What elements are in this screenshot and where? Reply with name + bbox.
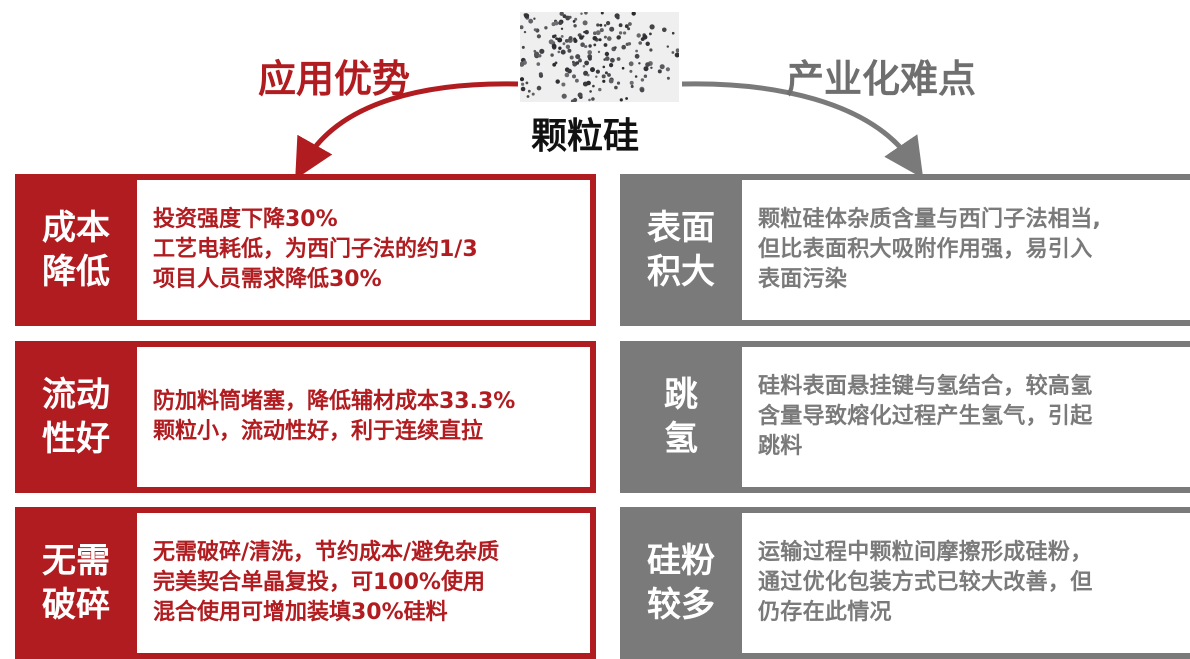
description-line: 硅料表面悬挂键与氢结合，较高氢: [758, 374, 1093, 399]
description-line: 投资强度下降30%: [153, 207, 338, 232]
description-line: 防加料筒堵塞，降低辅材成本33.3%: [153, 389, 516, 414]
description-line: 颗粒小，流动性好，利于连续直拉: [153, 419, 484, 444]
description-line: 含量导致熔化过程产生氢气，引起: [758, 404, 1093, 429]
advantage-label: 成本降低: [42, 208, 110, 292]
advantage-description: 无需破碎/清洗，节约成本/避免杂质 完美契合单晶复投，可100%使用 混合使用可…: [137, 513, 590, 653]
difficulty-label: 跳氢: [664, 375, 698, 459]
difficulty-row-surface-area: 表面积大 颗粒硅体杂质含量与西门子法相当, 但比表面积大吸附作用强，易引入 表面…: [620, 174, 1190, 326]
difficulty-description: 颗粒硅体杂质含量与西门子法相当, 但比表面积大吸附作用强，易引入 表面污染: [742, 180, 1190, 320]
description-line: 运输过程中颗粒间摩擦形成硅粉，: [758, 540, 1093, 565]
description-line: 无需破碎/清洗，节约成本/避免杂质: [153, 540, 500, 565]
description-line: 仍存在此情况: [758, 600, 892, 625]
advantage-row-cost: 成本降低 投资强度下降30% 工艺电耗低，为西门子法的约1/3 项目人员需求降低…: [15, 174, 596, 326]
difficulty-label: 表面积大: [647, 208, 715, 292]
advantage-row-no-crushing: 无需破碎 无需破碎/清洗，节约成本/避免杂质 完美契合单晶复投，可100%使用 …: [15, 507, 596, 659]
difficulties-heading: 产业化难点: [786, 57, 977, 101]
arrow-to-advantages: [295, 81, 519, 180]
description-line: 工艺电耗低，为西门子法的约1/3: [153, 237, 478, 262]
description-line: 但比表面积大吸附作用强，易引入: [758, 237, 1093, 262]
advantage-row-flowability: 流动性好 防加料筒堵塞，降低辅材成本33.3% 颗粒小，流动性好，利于连续直拉: [15, 341, 596, 493]
description-line: 项目人员需求降低30%: [153, 267, 382, 292]
advantage-label: 流动性好: [42, 375, 110, 459]
silicon-granules-image: [520, 12, 679, 102]
advantage-label: 无需破碎: [42, 541, 110, 625]
granular-silicon-label: 颗粒硅: [531, 116, 640, 157]
description-line: 表面污染: [758, 267, 848, 292]
connector-arrows: [295, 81, 924, 180]
advantage-description: 投资强度下降30% 工艺电耗低，为西门子法的约1/3 项目人员需求降低30%: [137, 180, 590, 320]
advantage-description: 防加料筒堵塞，降低辅材成本33.3% 颗粒小，流动性好，利于连续直拉: [137, 347, 590, 487]
description-line: 完美契合单晶复投，可100%使用: [153, 570, 485, 595]
description-line: 跳料: [758, 434, 803, 459]
description-line: 通过优化包装方式已较大改善，但: [758, 570, 1093, 595]
difficulty-row-silicon-powder: 硅粉较多 运输过程中颗粒间摩擦形成硅粉， 通过优化包装方式已较大改善，但 仍存在…: [620, 507, 1190, 659]
difficulty-description: 运输过程中颗粒间摩擦形成硅粉， 通过优化包装方式已较大改善，但 仍存在此情况: [742, 513, 1190, 653]
description-line: 混合使用可增加装填30%硅料: [153, 600, 448, 625]
description-line: 颗粒硅体杂质含量与西门子法相当,: [758, 207, 1102, 232]
difficulty-description: 硅料表面悬挂键与氢结合，较高氢 含量导致熔化过程产生氢气，引起 跳料: [742, 347, 1190, 487]
advantages-heading: 应用优势: [258, 57, 411, 101]
difficulty-row-hydrogen-jump: 跳氢 硅料表面悬挂键与氢结合，较高氢 含量导致熔化过程产生氢气，引起 跳料: [620, 341, 1190, 493]
difficulty-label: 硅粉较多: [647, 541, 715, 625]
arrow-to-difficulties: [681, 81, 924, 179]
